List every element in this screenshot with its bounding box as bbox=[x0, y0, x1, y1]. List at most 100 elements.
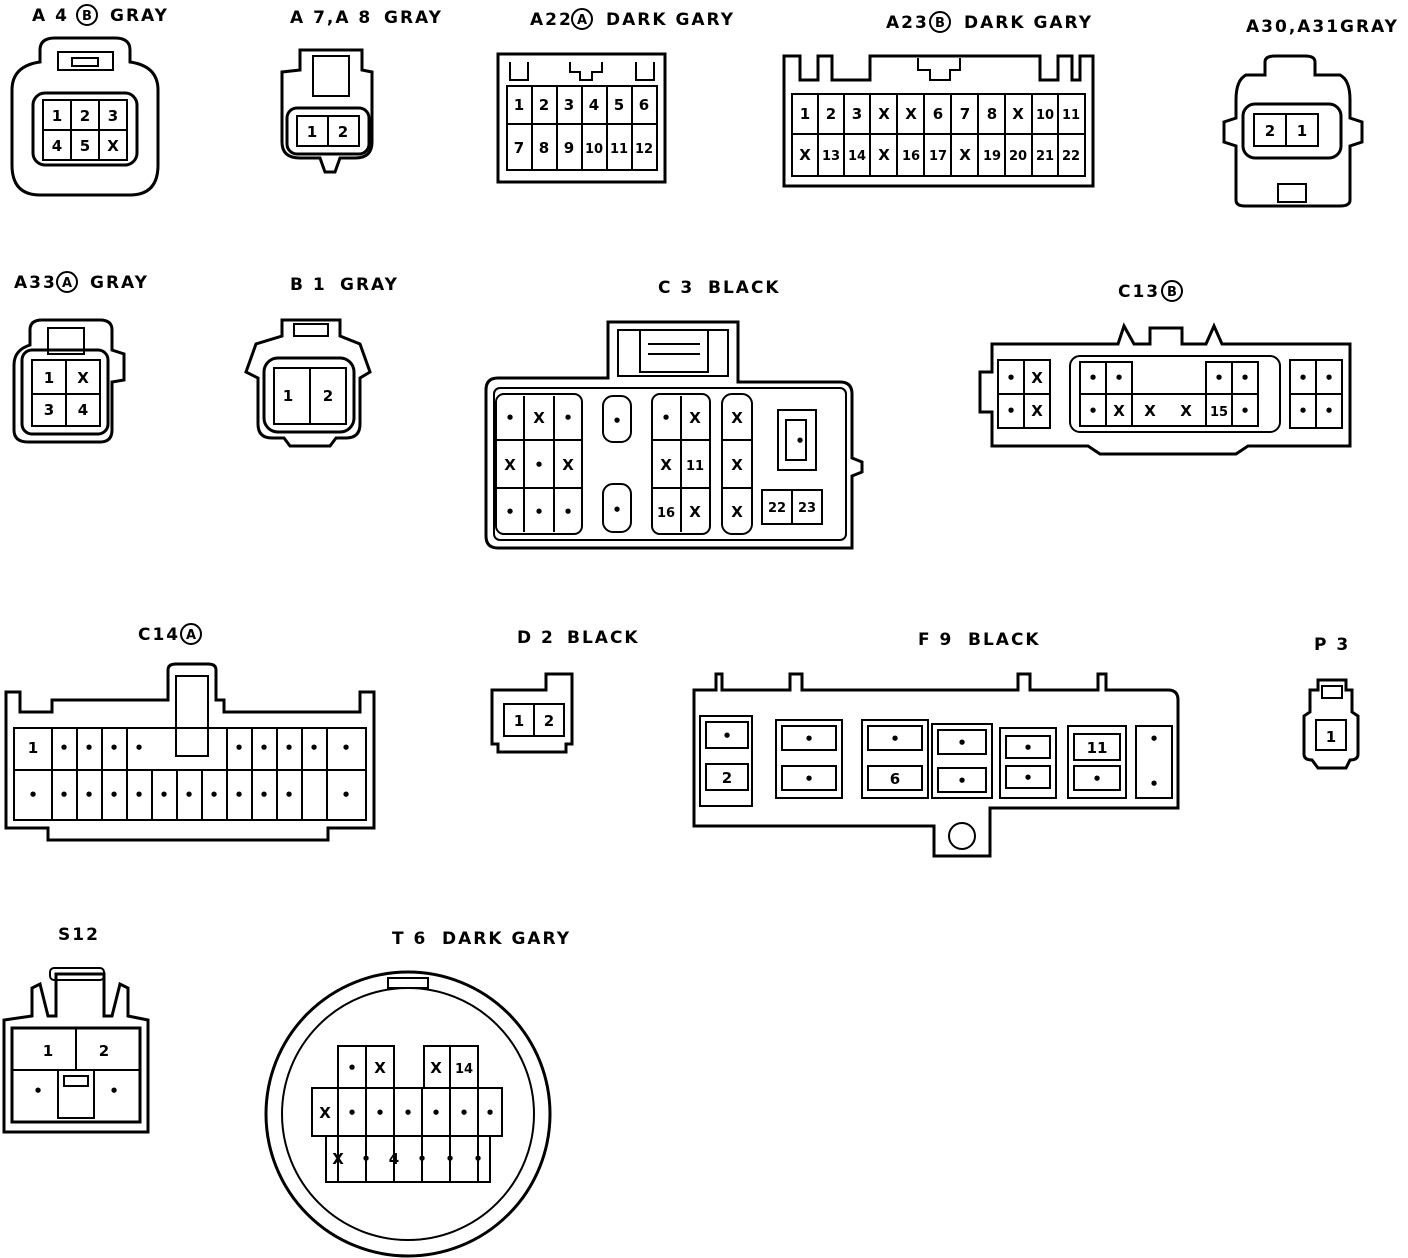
pin-label: X bbox=[731, 456, 743, 474]
pin-label: • bbox=[1214, 369, 1224, 387]
pin-label: 1 bbox=[800, 105, 810, 123]
connector-a22-variant: A bbox=[577, 13, 587, 28]
connector-b1-label: B 1 GRAY bbox=[290, 275, 399, 295]
pin-label: • bbox=[159, 786, 169, 804]
connector-b1-pins: 1 2 bbox=[273, 367, 347, 425]
variant-circle-icon bbox=[929, 11, 951, 33]
pin-label: • bbox=[109, 739, 119, 757]
connector-a4-housing bbox=[10, 36, 160, 197]
pin-label: • bbox=[1240, 369, 1250, 387]
connector-a33-housing bbox=[12, 318, 126, 444]
pin-label: 3 bbox=[108, 107, 118, 125]
pin-label: • bbox=[403, 1104, 413, 1122]
connector-f9-housing bbox=[692, 672, 1180, 858]
connector-d2-pins: 1 2 bbox=[503, 703, 565, 737]
pin-label: • bbox=[347, 1104, 357, 1122]
connector-a33-pins: 1 X 3 4 bbox=[31, 359, 101, 427]
pin-label: 1 bbox=[28, 739, 38, 757]
pin-label: 1 bbox=[283, 387, 293, 405]
connector-a4-name: A 4 bbox=[32, 6, 69, 26]
pin-label: 4 bbox=[389, 1150, 399, 1168]
pin-label: X bbox=[689, 409, 701, 427]
pin-label: 1 bbox=[44, 369, 54, 387]
connector-a23-name: A23 bbox=[886, 13, 929, 33]
connector-f9-label: F 9 BLACK bbox=[918, 630, 1039, 650]
pin-label: • bbox=[209, 786, 219, 804]
pin-label: X bbox=[1031, 402, 1043, 420]
pin-label: X bbox=[332, 1150, 344, 1168]
pin-label: • bbox=[184, 786, 194, 804]
connector-c3-latch bbox=[617, 329, 729, 377]
connector-t6-pins: • X X 14 X • • • • • • X • 4 • • • bbox=[311, 1045, 503, 1183]
connector-a23-label: A23 B DARK GARY bbox=[886, 11, 1091, 33]
pin-label: X bbox=[562, 456, 574, 474]
connector-d2: D 2 BLACK 1 2 bbox=[490, 628, 638, 754]
connector-f9-mount-hole bbox=[948, 822, 976, 850]
connector-t6-key bbox=[387, 977, 429, 989]
connector-c14-name: C14 bbox=[138, 625, 180, 645]
pin-label: 5 bbox=[614, 96, 624, 114]
pin-label: X bbox=[77, 369, 89, 387]
connector-a30-a31-latch bbox=[1277, 183, 1307, 203]
connector-c3-housing bbox=[484, 320, 864, 550]
pin-label: • bbox=[534, 456, 544, 474]
pin-label: • bbox=[661, 409, 671, 427]
pin-label: • bbox=[563, 503, 573, 521]
connector-s12: S12 1 2 • • bbox=[2, 925, 150, 1134]
connector-s12-name: S12 bbox=[58, 925, 100, 945]
pin-label: 2 bbox=[722, 769, 732, 787]
connector-c14-pins: 1 • • • • • • • • • • • • • • • • • • • … bbox=[13, 727, 367, 821]
pin-label: • bbox=[341, 739, 351, 757]
pin-label: • bbox=[505, 503, 515, 521]
pin-label: • bbox=[347, 1059, 357, 1077]
connector-a30-a31-cavity bbox=[1241, 102, 1343, 160]
connector-a33-name: A33 bbox=[14, 273, 57, 293]
connector-d2-label: D 2 BLACK bbox=[517, 628, 638, 648]
pin-label: 21 bbox=[1036, 149, 1054, 164]
pin-label: • bbox=[1149, 730, 1159, 748]
connector-b1-cavity bbox=[262, 356, 356, 434]
pin-label: • bbox=[59, 739, 69, 757]
connector-a4-pins: 1 2 3 4 5 X bbox=[42, 99, 128, 161]
connector-a4-variant: B bbox=[82, 9, 92, 24]
pin-label: • bbox=[134, 739, 144, 757]
connector-a33-cavity bbox=[20, 348, 110, 436]
pin-label: • bbox=[1092, 770, 1102, 788]
pin-label: • bbox=[109, 1082, 119, 1100]
connector-a22-color: DARK GARY bbox=[606, 10, 735, 30]
connector-c14-housing bbox=[4, 662, 376, 842]
pin-label: • bbox=[284, 786, 294, 804]
pin-label: X bbox=[1180, 402, 1192, 420]
pin-label: 2 bbox=[80, 107, 90, 125]
connector-c13: C13 B • X • X • • • X X X 15 • bbox=[978, 280, 1352, 456]
pin-label: • bbox=[33, 1082, 43, 1100]
pin-label: 11 bbox=[610, 142, 628, 157]
connector-b1-color: GRAY bbox=[340, 275, 399, 295]
connector-b1-latch bbox=[293, 323, 329, 337]
pin-label: • bbox=[84, 786, 94, 804]
pin-label: X bbox=[533, 409, 545, 427]
connector-a22-housing bbox=[496, 52, 667, 184]
pin-label: 2 bbox=[323, 387, 333, 405]
connector-d2-housing bbox=[490, 672, 574, 754]
connector-a33-latch bbox=[47, 327, 85, 355]
connector-a22-label: A22 A DARK GARY bbox=[530, 8, 735, 30]
connector-s12-housing bbox=[2, 972, 150, 1134]
connector-b1-housing bbox=[244, 318, 372, 448]
pin-label: X bbox=[878, 105, 890, 123]
pin-label: • bbox=[563, 409, 573, 427]
connector-c13-label: C13 B bbox=[1118, 280, 1183, 302]
connector-a4-cavity bbox=[31, 91, 139, 167]
connector-a30-a31-label: A30,A31 GRAY bbox=[1246, 17, 1397, 37]
connector-a7-a8-name: A 7,A 8 bbox=[290, 8, 372, 28]
pin-label: • bbox=[1088, 402, 1098, 420]
pin-label: 10 bbox=[1036, 108, 1054, 123]
pin-label: • bbox=[1324, 402, 1334, 420]
pin-label: 13 bbox=[822, 149, 840, 164]
pin-label: • bbox=[259, 739, 269, 757]
connector-a4-color: GRAY bbox=[110, 6, 169, 26]
connector-s12-pins: 1 2 • • bbox=[12, 1028, 140, 1119]
pin-label: • bbox=[1023, 739, 1033, 757]
connector-a22-keys bbox=[509, 62, 655, 81]
pin-label: • bbox=[109, 786, 119, 804]
